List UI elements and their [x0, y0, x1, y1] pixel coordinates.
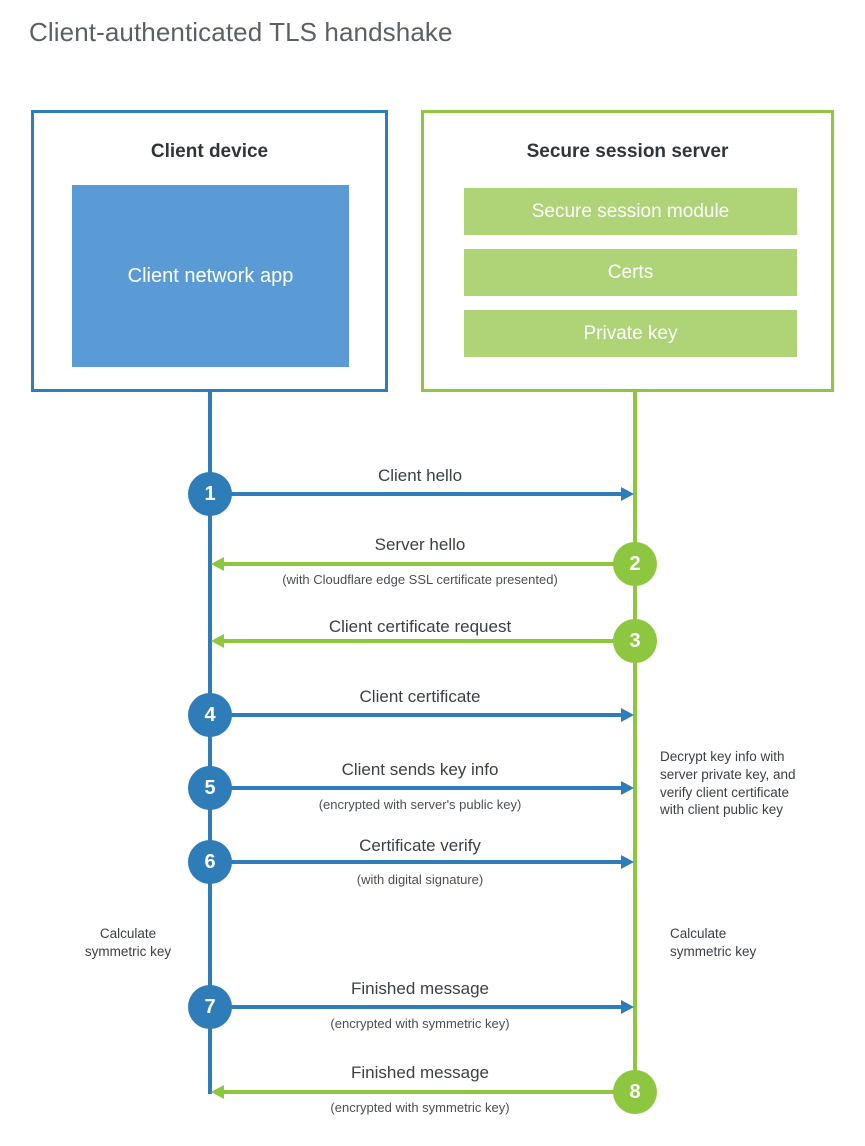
step-2-label: Server hello [374, 535, 466, 554]
step-7-arrow [210, 999, 634, 1015]
step-8-label: Finished message [351, 1063, 489, 1082]
client-lifeline [208, 392, 212, 1094]
step-6-marker: 6 [188, 840, 232, 884]
step-2-marker: 2 [613, 542, 657, 586]
step-5-label: Client sends key info [341, 760, 499, 779]
step-8-marker: 8 [613, 1070, 657, 1114]
server-component-certs: Certs [464, 249, 797, 296]
step-1-arrow [210, 486, 634, 502]
step-5-number: 5 [204, 776, 216, 799]
step-3-arrow [211, 633, 634, 649]
step-2-sublabel: (with Cloudflare edge SSL certificate pr… [282, 572, 558, 587]
step-7-number: 7 [204, 995, 216, 1018]
server-decrypt-annotation: Decrypt key info with server private key… [660, 748, 840, 819]
server-component-private-key: Private key [464, 310, 797, 357]
step-6-sublabel: (with digital signature) [356, 872, 484, 887]
step-5-marker: 5 [188, 766, 232, 810]
server-components-list: Secure session module Certs Private key [464, 188, 797, 371]
client-device-title: Client device [150, 141, 269, 162]
step-8-number: 8 [629, 1080, 641, 1103]
server-calculate-symmetric-key-annotation: Calculate symmetric key [670, 925, 840, 961]
step-8-arrow [211, 1084, 634, 1100]
step-4-arrow [210, 707, 634, 723]
secure-session-server-title: Secure session server [526, 141, 729, 162]
step-3-marker: 3 [613, 619, 657, 663]
step-4-label: Client certificate [359, 687, 481, 706]
step-2-arrow [211, 556, 634, 572]
step-4-marker: 4 [188, 693, 232, 737]
client-device-box: Client device Client network app [31, 110, 388, 392]
server-decrypt-line-1: Decrypt key info with [660, 749, 785, 764]
step-4-number: 4 [204, 703, 216, 726]
page-title: Client-authenticated TLS handshake [29, 17, 453, 47]
step-3-label: Client certificate request [328, 617, 512, 636]
server-decrypt-line-3: verify client certificate [660, 784, 790, 800]
step-5-sublabel: (encrypted with server's public key) [318, 797, 522, 812]
secure-session-server-box: Secure session server Secure session mod… [421, 110, 834, 392]
step-7-sublabel: (encrypted with symmetric key) [330, 1016, 510, 1031]
step-2-number: 2 [629, 552, 641, 575]
server-lifeline [633, 392, 637, 1094]
client-network-app-block: Client network app [72, 185, 349, 367]
client-calc-line-2: symmetric key [84, 943, 172, 959]
step-6-number: 6 [204, 850, 216, 873]
step-1-marker: 1 [188, 472, 232, 516]
step-7-marker: 7 [188, 985, 232, 1029]
server-component-secure-session-module: Secure session module [464, 188, 797, 235]
step-6-label: Certificate verify [359, 836, 481, 855]
step-1-label: Client hello [377, 466, 463, 485]
step-5-arrow [210, 780, 634, 796]
step-8-sublabel: (encrypted with symmetric key) [330, 1100, 510, 1115]
client-calculate-symmetric-key-annotation: Calculate symmetric key [48, 925, 208, 961]
step-1-number: 1 [204, 482, 216, 505]
step-7-label: Finished message [351, 979, 489, 998]
step-6-arrow [210, 854, 634, 870]
server-calc-line-2: symmetric key [670, 943, 757, 959]
server-decrypt-line-4: with client public key [660, 802, 784, 818]
server-decrypt-line-2: server private key, and [660, 766, 796, 782]
step-3-number: 3 [629, 629, 641, 652]
server-calc-line-1: Calculate [670, 926, 727, 941]
client-calc-line-1: Calculate [99, 926, 157, 941]
